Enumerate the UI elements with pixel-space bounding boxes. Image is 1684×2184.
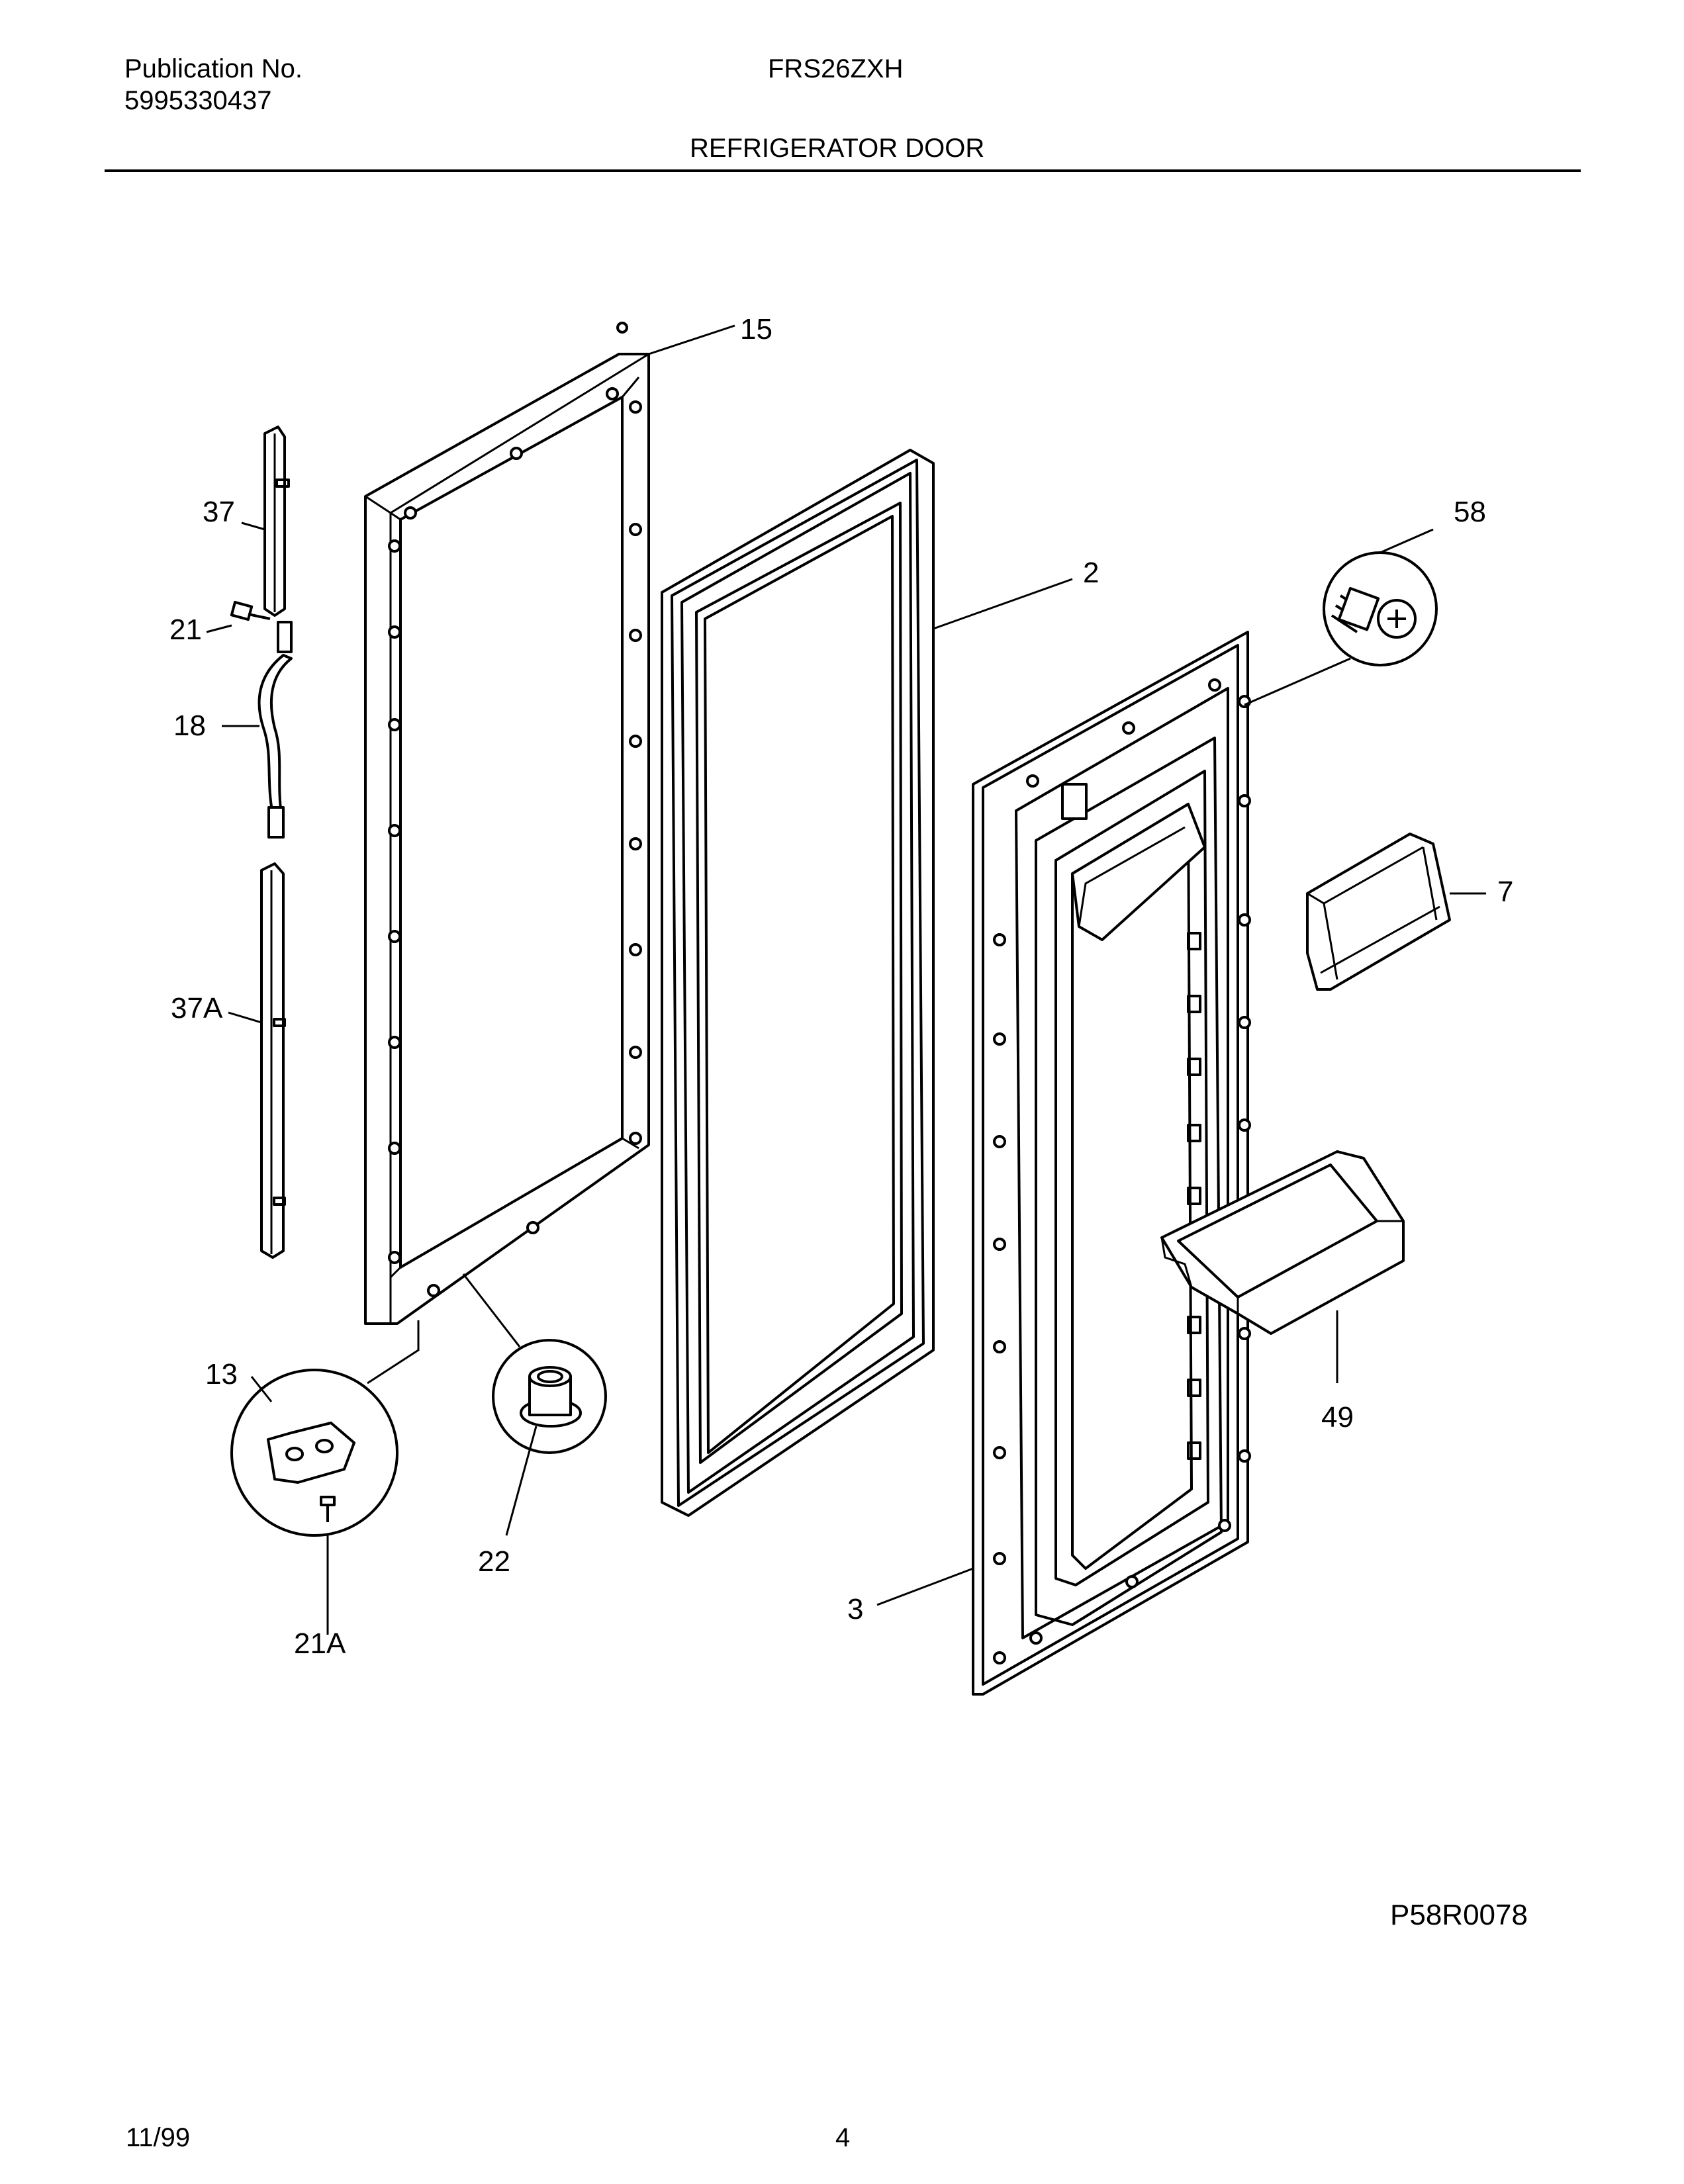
header-rule (105, 169, 1581, 172)
bushing-callout (462, 1273, 607, 1536)
leader-21 (206, 624, 232, 633)
hinge-bracket-callout (230, 1320, 420, 1635)
door-handle-part (222, 621, 293, 839)
door-liner-part (876, 631, 1251, 1696)
callout-18: 18 (173, 709, 206, 742)
callout-22: 22 (478, 1545, 510, 1578)
callout-2: 2 (1083, 557, 1099, 589)
callout-21a: 21A (294, 1627, 346, 1660)
callout-58: 58 (1454, 496, 1486, 528)
leader-3 (876, 1567, 974, 1606)
callout-49: 49 (1321, 1401, 1354, 1433)
frame-screw-holes (388, 322, 642, 1297)
callout-13: 13 (205, 1358, 238, 1390)
leader-37a (228, 1011, 262, 1024)
leader-15 (648, 324, 735, 355)
bracket-link (367, 1320, 420, 1385)
footer-date: 11/99 (126, 2123, 191, 2152)
callout-15: 15 (740, 313, 772, 345)
callout-37a: 37A (171, 992, 223, 1024)
leader-2 (933, 578, 1073, 630)
door-frame-part (364, 322, 735, 1325)
callout-3: 3 (847, 1593, 864, 1625)
door-bin-part (1160, 1150, 1405, 1383)
door-gasket-part (661, 449, 1073, 1517)
publication-number: 5995330437 (124, 86, 272, 115)
leader-13 (250, 1376, 273, 1402)
bushing-link (462, 1273, 521, 1347)
model-number: FRS26ZXH (768, 54, 904, 83)
diagram-code: P58R0078 (1390, 1899, 1528, 1931)
callout-37: 37 (203, 496, 235, 528)
leader-58 (1380, 528, 1434, 554)
callout-7: 7 (1497, 876, 1514, 908)
hinge-cover-lower-part (228, 862, 286, 1259)
leader-22 (505, 1426, 538, 1536)
callout-21: 21 (169, 614, 202, 646)
dairy-door-part (1306, 833, 1486, 991)
publication-label: Publication No. (124, 54, 303, 83)
footer-page-number: 4 (835, 2123, 851, 2152)
section-title: REFRIGERATOR DOOR (690, 134, 985, 163)
leader-37 (241, 522, 265, 531)
hinge-cover-upper-part (241, 426, 290, 617)
liner-shelf-tabs (1187, 932, 1201, 1460)
liner-screw-callout (1244, 528, 1438, 706)
screw-part (206, 600, 271, 633)
